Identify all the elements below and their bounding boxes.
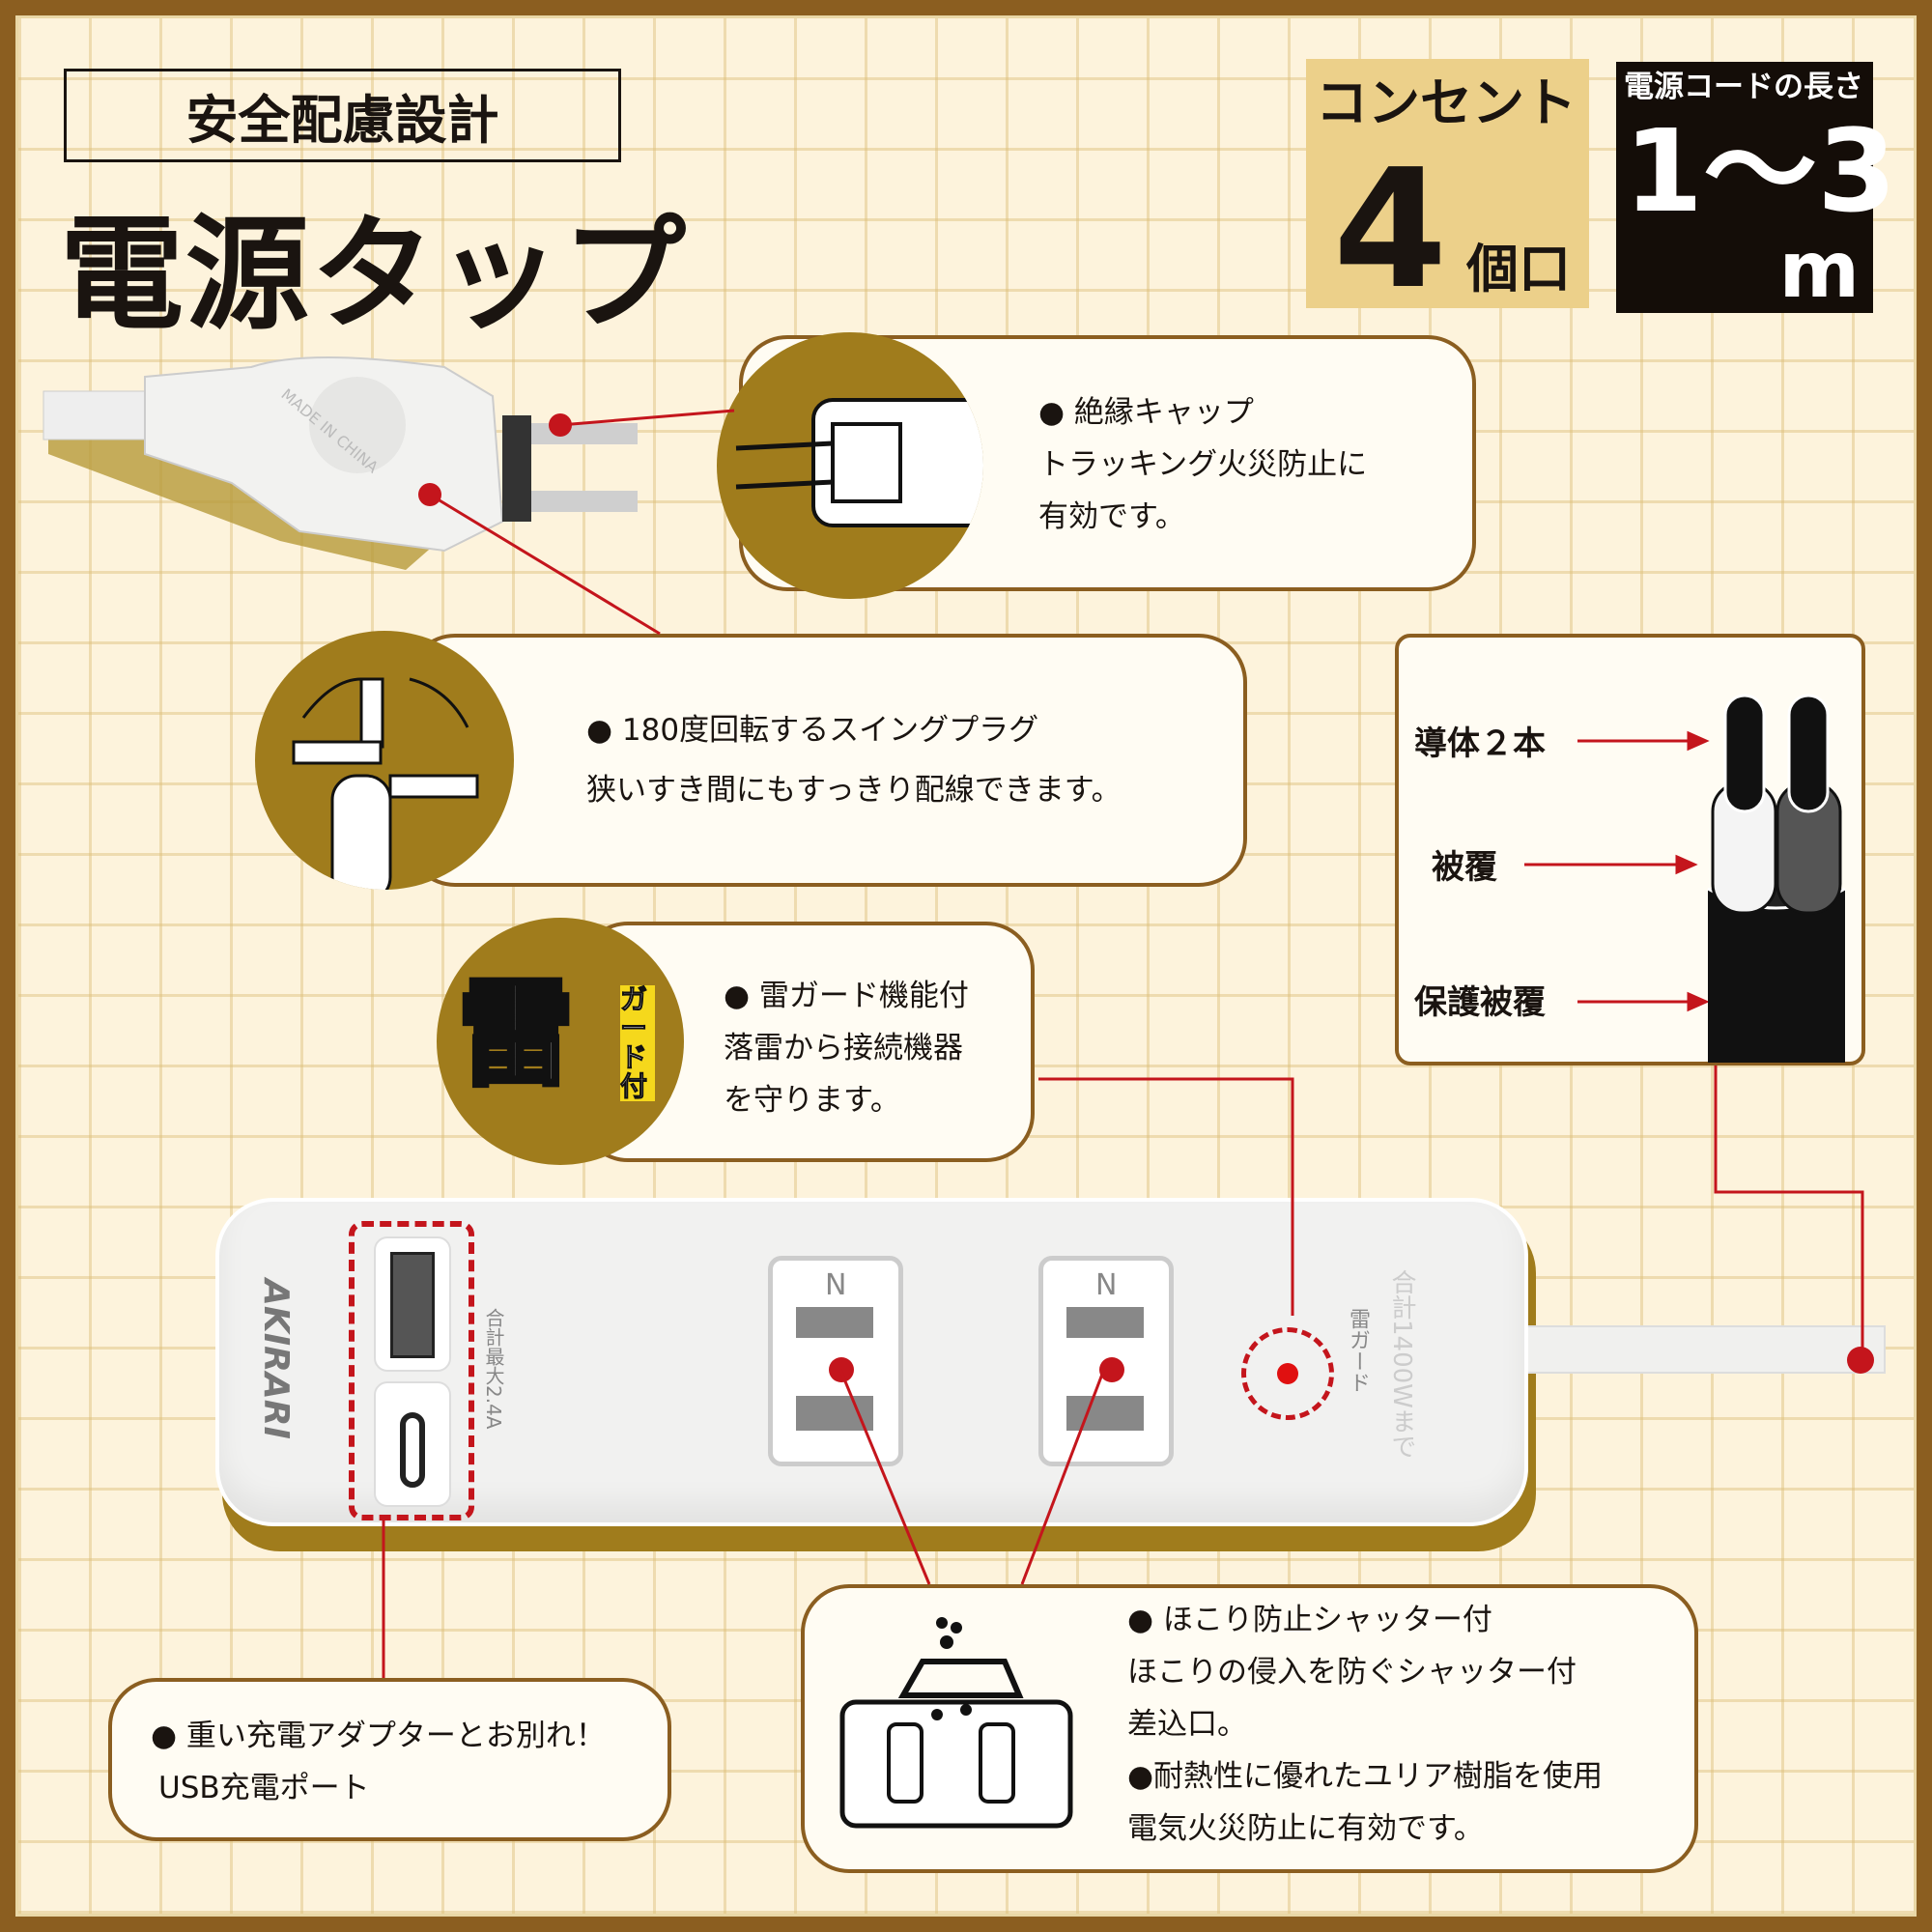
usb-highlight bbox=[349, 1221, 474, 1520]
feature-1-line: 有効です。 bbox=[1038, 499, 1185, 534]
label-sheath: 保護被覆 bbox=[1414, 983, 1546, 1022]
feature-1-line: トラッキング火災防止に bbox=[1038, 447, 1368, 482]
feature-5-line: ●耐熱性に優れたユリア樹脂を使用 bbox=[1127, 1759, 1604, 1794]
neutral-mark: N bbox=[825, 1268, 847, 1302]
callout-swing-plug bbox=[407, 634, 1247, 887]
outlet-2[interactable]: N bbox=[1038, 1256, 1174, 1466]
feature-1-text: ● 絶縁キャップ トラッキング火災防止に 有効です。 bbox=[1038, 386, 1367, 543]
feature-3-line: ● 雷ガード機能付 bbox=[724, 979, 969, 1013]
feature-3-text: ● 雷ガード機能付 落雷から接続機器 を守ります。 bbox=[724, 970, 969, 1126]
outlet-count-box: コンセント 4 個口 bbox=[1306, 59, 1589, 312]
power-cord bbox=[1507, 1325, 1886, 1374]
cord-label: 電源コードの長さ bbox=[1624, 70, 1863, 104]
brand-logo: AKIRARI bbox=[256, 1279, 296, 1439]
cord-range: 1〜3 bbox=[1624, 104, 1897, 238]
cable-cross-section-image bbox=[1524, 694, 1846, 1063]
feature-5-line: ほこりの侵入を防ぐシャッター付 bbox=[1127, 1655, 1577, 1690]
feature-4-text: ● 重い充電アダプターとお別れ！ USB充電ポート bbox=[151, 1710, 606, 1814]
outlet-label: コンセント bbox=[1316, 72, 1577, 133]
callout-usb-port bbox=[108, 1678, 671, 1841]
swing-plug-rotate-icon bbox=[255, 631, 514, 890]
feature-5-line: 電気火災防止に有効です。 bbox=[1127, 1811, 1484, 1846]
guard-print: 雷ガード bbox=[1346, 1308, 1370, 1393]
insulation-cap-icon bbox=[717, 332, 983, 599]
label-insulation: 被覆 bbox=[1432, 848, 1497, 887]
outlet-unit: 個口 bbox=[1466, 239, 1571, 299]
outlet-count: 4 bbox=[1333, 134, 1448, 326]
feature-3-line: を守ります。 bbox=[724, 1083, 900, 1118]
usb-c-port[interactable] bbox=[374, 1381, 451, 1507]
swing-plug-image: MADE IN CHINA bbox=[43, 356, 638, 570]
lightning-indicator bbox=[1241, 1327, 1334, 1420]
guard-label: ガード付 bbox=[620, 984, 655, 1101]
feature-2-line: ● 180度回転するスイングプラグ bbox=[586, 713, 1039, 748]
page-title: 電源タップ bbox=[60, 203, 689, 347]
outlet-1[interactable]: N bbox=[768, 1256, 903, 1466]
feature-2-text: ● 180度回転するスイングプラグ 狭いすき間にもすっきり配線できます。 bbox=[586, 704, 1122, 816]
rating-print: 合計1400Wまで bbox=[1387, 1269, 1416, 1459]
neutral-mark: N bbox=[1095, 1268, 1118, 1302]
feature-1-line: ● 絶縁キャップ bbox=[1038, 395, 1254, 430]
feature-5-line: ● ほこり防止シャッター付 bbox=[1127, 1603, 1492, 1637]
feature-5-line: 差込口。 bbox=[1127, 1707, 1247, 1742]
usb-note: 合計最大2.4A bbox=[482, 1308, 505, 1430]
feature-5-text: ● ほこり防止シャッター付 ほこりの侵入を防ぐシャッター付 差込口。 ●耐熱性に… bbox=[1127, 1594, 1603, 1855]
cord-length-box: 電源コードの長さ 1〜3 m bbox=[1616, 62, 1896, 315]
badge-safety-design: 安全配慮設計 bbox=[64, 69, 621, 162]
usb-a-port[interactable] bbox=[374, 1236, 451, 1372]
feature-4-line: USB充電ポート bbox=[158, 1771, 370, 1805]
cord-unit: m bbox=[1778, 225, 1860, 315]
feature-3-line: 落雷から接続機器 bbox=[724, 1031, 963, 1065]
cable-structure-box: 導体２本 被覆 保護被覆 bbox=[1395, 634, 1865, 1065]
feature-4-line: ● 重い充電アダプターとお別れ！ bbox=[151, 1719, 606, 1753]
feature-2-line: 狭いすき間にもすっきり配線できます。 bbox=[586, 773, 1122, 808]
label-conductors: 導体２本 bbox=[1414, 724, 1546, 763]
lightning-guard-icon: 雷 ガード付 bbox=[437, 918, 684, 1165]
dust-shutter-icon bbox=[839, 1617, 1073, 1829]
power-strip: AKIRARI 合計最大2.4A N N 雷ガード 合計1400Wまで bbox=[215, 1198, 1528, 1526]
thunder-char: 雷 bbox=[456, 966, 577, 1105]
